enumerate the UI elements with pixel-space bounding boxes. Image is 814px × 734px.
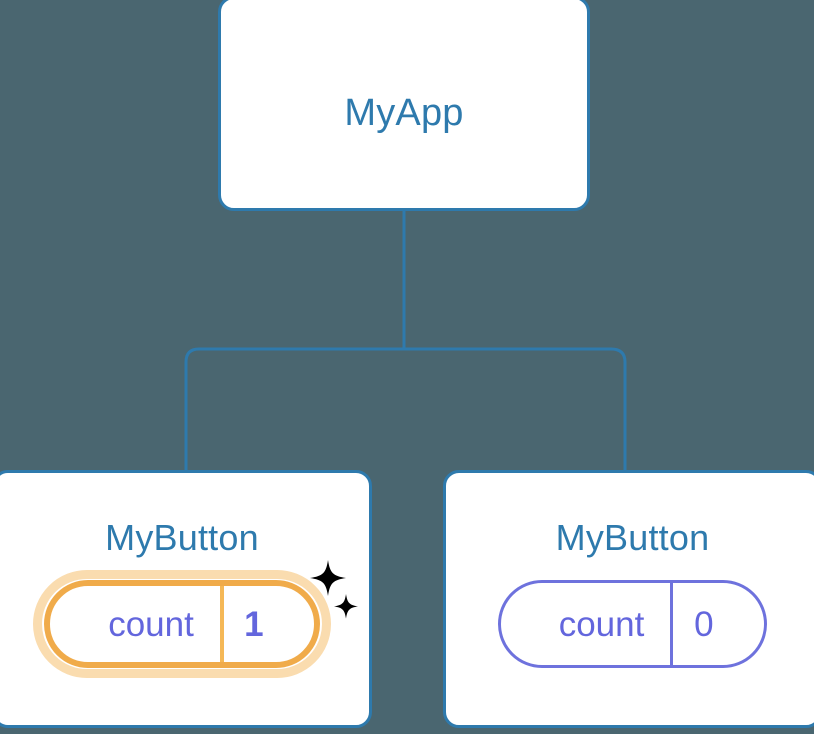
prop-pill[interactable]: count 0 <box>497 580 768 668</box>
node-card-child-1[interactable]: MyButton count 0 <box>443 470 814 728</box>
node-card-child-0[interactable]: MyButton count 1 <box>0 470 372 728</box>
sparkle-large-icon <box>310 560 346 596</box>
root-node-title: MyApp <box>344 92 464 134</box>
child-node-title: MyButton <box>555 517 710 558</box>
prop-value-label: 1 <box>219 586 314 662</box>
connector-branch <box>184 347 627 480</box>
prop-pill-container: count 0 <box>446 580 814 668</box>
prop-name-label: count <box>108 604 194 644</box>
prop-value-label: 0 <box>670 583 764 665</box>
sparkle-small-icon <box>334 594 358 619</box>
prop-pill-container: count 1 <box>0 560 369 678</box>
child-node-title: MyButton <box>105 517 259 558</box>
prop-name-label: count <box>558 604 645 644</box>
node-card-root[interactable]: MyApp <box>218 0 590 211</box>
prop-pill[interactable]: count 1 <box>44 580 320 668</box>
